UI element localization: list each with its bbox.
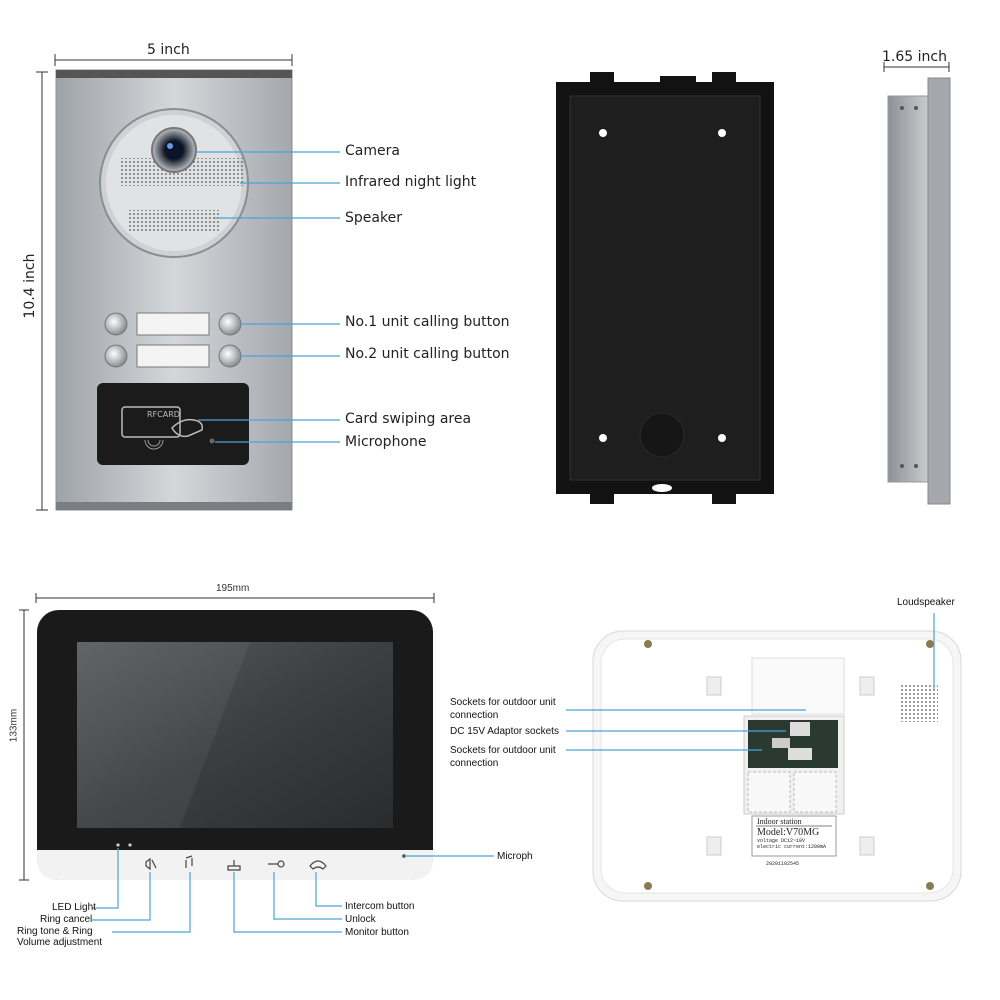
rfcard-text: RFCARD xyxy=(147,410,180,419)
ring-tone-label: Ring tone & Ring xyxy=(17,926,93,937)
plate-line2: electric current:1200mA xyxy=(757,844,827,850)
sockets1-label-line1: Sockets for outdoor unit xyxy=(450,697,556,708)
intercom-label: Intercom button xyxy=(345,901,415,912)
outdoor-height-label: 10.4 inch xyxy=(22,253,38,319)
mounting-box xyxy=(556,72,774,504)
volume-label: Volume adjustment xyxy=(17,937,103,948)
infrared-label: Infrared night light xyxy=(345,174,477,190)
sockets2-label-line1: Sockets for outdoor unit xyxy=(450,745,556,756)
led-label: LED Light xyxy=(52,902,96,913)
ring-cancel-label: Ring cancel xyxy=(40,914,93,925)
indoor-width-label: 195mm xyxy=(216,583,250,594)
loudspeaker-label: Loudspeaker xyxy=(897,597,955,608)
plate-serial: 20201102545 xyxy=(766,861,800,867)
speaker-label: Speaker xyxy=(345,210,402,226)
indoor-microphone-label: Microph xyxy=(497,851,533,862)
card-area-label: Card swiping area xyxy=(345,411,472,427)
outdoor-unit xyxy=(36,54,340,511)
monitor-label: Monitor button xyxy=(345,927,409,938)
plate-title: Indoor station xyxy=(757,817,802,826)
button2-label: No.2 unit calling button xyxy=(345,346,510,362)
outdoor-width-label: 5 inch xyxy=(147,42,190,58)
plate-model: Model:V70MG xyxy=(757,827,820,838)
sockets2-label-line2: connection xyxy=(450,758,499,769)
indoor-monitor-back xyxy=(566,613,962,902)
unlock-label: Unlock xyxy=(345,914,376,925)
dc-adaptor-label: DC 15V Adaptor sockets xyxy=(450,726,559,737)
sockets1-label-line2: connection xyxy=(450,710,499,721)
side-view xyxy=(883,62,951,505)
button1-label: No.1 unit calling button xyxy=(345,314,510,330)
outdoor-microphone-label: Microphone xyxy=(345,434,427,450)
indoor-monitor-front xyxy=(19,593,494,933)
indoor-height-label: 133mm xyxy=(8,708,20,743)
plate-line1: voltage DC12~18V xyxy=(757,838,806,844)
camera-label: Camera xyxy=(345,143,400,159)
depth-label: 1.65 inch xyxy=(882,49,947,65)
